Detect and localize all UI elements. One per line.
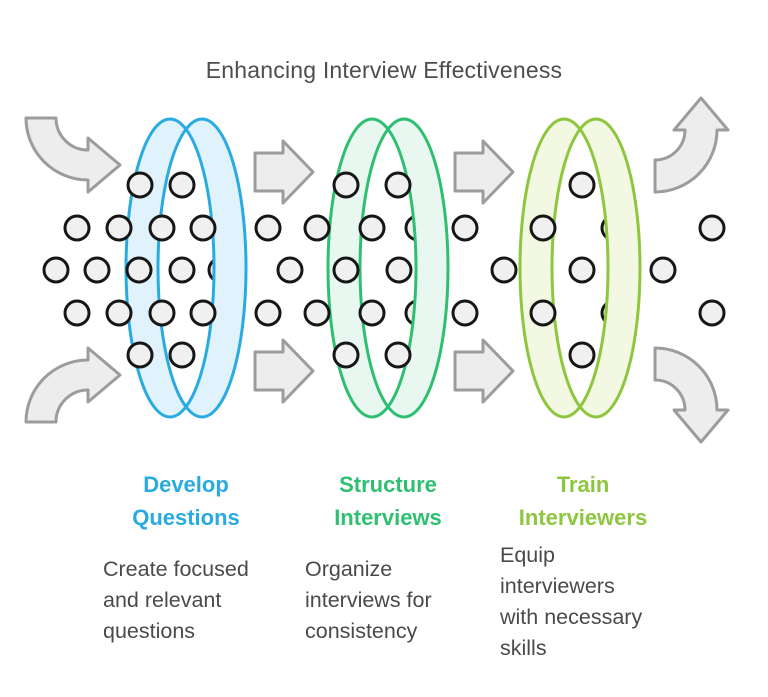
dot: [384, 171, 412, 199]
dot: [148, 299, 176, 327]
stage-heading: Develop Questions: [132, 472, 240, 530]
dot: [303, 299, 331, 327]
dot: [358, 299, 386, 327]
dot: [568, 256, 596, 284]
flow-arrow-in-top: [24, 116, 122, 194]
dot: [529, 299, 557, 327]
dot: [698, 299, 726, 327]
dot: [105, 214, 133, 242]
dot: [385, 256, 413, 284]
ring-train-interviewers: [518, 117, 642, 419]
diagram-title: Enhancing Interview Effectiveness: [205, 57, 563, 83]
dot: [189, 299, 217, 327]
stage-heading: Train Interviewers: [518, 472, 648, 530]
dot: [168, 341, 196, 369]
dot: [63, 299, 91, 327]
dot: [568, 171, 596, 199]
dot: [83, 256, 111, 284]
dot: [148, 214, 176, 242]
dot: [698, 214, 726, 242]
dot: [529, 214, 557, 242]
dot: [126, 171, 154, 199]
flow-arrow-mid1-top: [253, 139, 315, 205]
flow-arrow-out-top: [653, 96, 730, 194]
stage-description: Create focused and relevant questions: [103, 557, 249, 643]
dot: [105, 299, 133, 327]
flow-arrow-mid1-bottom: [253, 338, 315, 404]
stage-description: Organize interviews for consistency: [305, 557, 432, 643]
dot: [168, 171, 196, 199]
dot: [303, 214, 331, 242]
dot: [568, 341, 596, 369]
dot: [125, 256, 153, 284]
dot: [332, 341, 360, 369]
dot: [42, 256, 70, 284]
flow-arrow-mid2-bottom: [453, 338, 515, 404]
stage-heading: Structure Interviews: [334, 472, 442, 530]
stage-description: Equip interviewers with necessary skills: [500, 543, 643, 660]
stage-train-interviewers: Train Interviewers Equip interviewers wi…: [483, 468, 683, 664]
dot: [649, 256, 677, 284]
flow-graphic: [24, 96, 730, 444]
dot: [189, 214, 217, 242]
dot: [451, 214, 479, 242]
dot: [490, 256, 518, 284]
dot: [254, 214, 282, 242]
dot: [63, 214, 91, 242]
stage-develop-questions: Develop Questions Create focused and rel…: [86, 468, 286, 647]
dot: [254, 299, 282, 327]
flow-arrow-out-bottom: [653, 346, 730, 444]
dot: [451, 299, 479, 327]
flow-arrow-in-bottom: [24, 346, 122, 424]
stage-structure-interviews: Structure Interviews Organize interviews…: [288, 468, 488, 647]
dot: [276, 256, 304, 284]
dot: [126, 341, 154, 369]
dot: [332, 256, 360, 284]
ring-develop-questions: [124, 117, 248, 419]
flow-arrow-mid2-top: [453, 139, 515, 205]
dot: [168, 256, 196, 284]
dot: [384, 341, 412, 369]
dot: [332, 171, 360, 199]
ring-structure-interviews: [326, 117, 450, 419]
dot: [358, 214, 386, 242]
